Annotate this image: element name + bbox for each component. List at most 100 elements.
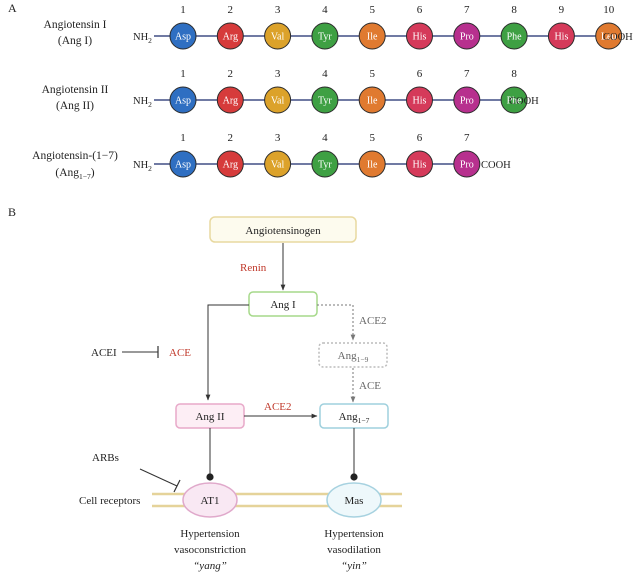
residue-label: Tyr	[318, 32, 332, 43]
cell-receptors-label: Cell receptors	[79, 495, 140, 507]
residue-circle	[453, 22, 481, 50]
residue-circle	[453, 150, 481, 178]
peptide-abbr: (Ang I)	[58, 35, 92, 47]
abbr-main: (Ang	[55, 167, 79, 179]
residue-position: 7	[464, 4, 470, 16]
peptide-name: Angiotensin II	[42, 84, 109, 96]
residue-position: 5	[369, 132, 375, 144]
panel-b-letter: B	[8, 205, 16, 219]
right-effect-line3: “yin”	[341, 560, 367, 572]
residue-label: Val	[271, 160, 285, 171]
residue-label: Pro	[460, 96, 474, 107]
n-terminus: NH2	[133, 160, 152, 173]
ace-left-label: ACE	[169, 347, 191, 359]
residue-position: 1	[180, 68, 186, 80]
n-term-sub: 2	[148, 164, 152, 173]
peptide-abbr: (Ang II)	[56, 100, 94, 112]
ace2-top-label: ACE2	[359, 315, 387, 327]
residue-circle	[216, 150, 244, 178]
residue-circle	[216, 86, 244, 114]
residue-position: 1	[180, 4, 186, 16]
ace-arrow	[205, 304, 249, 401]
residue-label: Arg	[223, 160, 238, 171]
n-term-main: NH	[133, 32, 149, 43]
residue-circle	[311, 150, 339, 178]
residue-label: Pro	[460, 32, 474, 43]
angiotensinogen-label: Angiotensinogen	[245, 225, 321, 237]
residue-position: 4	[322, 68, 328, 80]
residue-position: 3	[275, 132, 281, 144]
peptide-ang-1-7: Angiotensin-(1−7) (Ang1−7) NH2 1Asp2Arg3…	[32, 132, 511, 181]
peptide-name: Angiotensin I	[44, 19, 107, 31]
residue-label: Asp	[175, 32, 191, 43]
ang-ii-node: Ang II	[175, 403, 245, 429]
residue-circle	[547, 22, 575, 50]
residue-position: 8	[511, 4, 517, 16]
ang-1-7-main: Ang	[339, 411, 358, 423]
ang-1-7-sub: 1−7	[358, 416, 370, 425]
residue-circle	[264, 150, 292, 178]
residue-circle	[358, 22, 386, 50]
residue-circle	[311, 22, 339, 50]
arbs-inhibit-line	[139, 468, 178, 487]
residue-label: Asp	[175, 96, 191, 107]
ang-1-7-binding-dot	[350, 473, 358, 481]
residue-label: His	[413, 96, 427, 107]
peptide-ang-i: Angiotensin I (Ang I) NH2 1Asp2Arg3Val4T…	[44, 4, 633, 50]
residue-label: Phe	[507, 32, 523, 43]
residue-circle	[500, 86, 528, 114]
residue-label: Tyr	[318, 96, 332, 107]
residue-position: 2	[228, 132, 234, 144]
left-effect: Hypertension vasoconstriction “yang”	[174, 528, 247, 572]
residue-circle	[453, 86, 481, 114]
residue-label: Tyr	[318, 160, 332, 171]
at1-label: AT1	[201, 495, 220, 507]
panel-a-letter: A	[8, 1, 17, 15]
ang-1-7-label: Ang1−7	[339, 411, 370, 425]
residue-label: Arg	[223, 96, 238, 107]
ang-1-9-sub: 1−9	[357, 355, 369, 364]
residue-position: 10	[603, 4, 615, 16]
residue-circle	[406, 150, 433, 178]
ace2-mid-label: ACE2	[264, 401, 292, 413]
residue-circle	[169, 22, 197, 50]
residue-position: 2	[228, 4, 234, 16]
residue-circle	[264, 86, 292, 114]
residue-label: Val	[271, 32, 285, 43]
at1-receptor: AT1	[182, 482, 238, 518]
n-terminus: NH2	[133, 32, 152, 45]
arbs-inhibit-bar	[173, 479, 181, 493]
residue-circle	[406, 86, 433, 114]
residue-label: Val	[271, 96, 285, 107]
angiotensinogen-box	[209, 216, 357, 243]
residue-circle	[595, 22, 623, 50]
residue-position: 6	[417, 68, 423, 80]
ace2-dotted-arrow	[317, 304, 356, 341]
residue-label: His	[413, 32, 427, 43]
ang-i-box	[248, 291, 318, 317]
residue-chain: 1Asp2Arg3Val4Tyr5Ile6His7Pro8Phe9His10Le…	[169, 4, 623, 50]
residue-label: His	[413, 160, 427, 171]
ang-i-label: Ang I	[270, 299, 296, 311]
peptide-rows: Angiotensin I (Ang I) NH2 1Asp2Arg3Val4T…	[32, 4, 633, 181]
ang-1-9-box	[318, 342, 388, 368]
residue-position: 8	[511, 68, 517, 80]
residue-circle	[216, 22, 244, 50]
residue-label: Pro	[460, 160, 474, 171]
angiotensinogen-node: Angiotensinogen	[209, 216, 357, 243]
residue-circle	[358, 150, 386, 178]
n-term-sub: 2	[148, 100, 152, 109]
left-effect-line1: Hypertension	[180, 528, 240, 540]
c-terminus: COOH	[509, 96, 539, 107]
residue-label: Asp	[175, 160, 191, 171]
residue-label: Ile	[367, 32, 378, 43]
n-term-main: NH	[133, 160, 149, 171]
c-terminus: COOH	[481, 160, 511, 171]
residue-position: 2	[228, 68, 234, 80]
n-term-sub: 2	[148, 36, 152, 45]
residue-position: 3	[275, 68, 281, 80]
residue-label: Ile	[367, 96, 378, 107]
